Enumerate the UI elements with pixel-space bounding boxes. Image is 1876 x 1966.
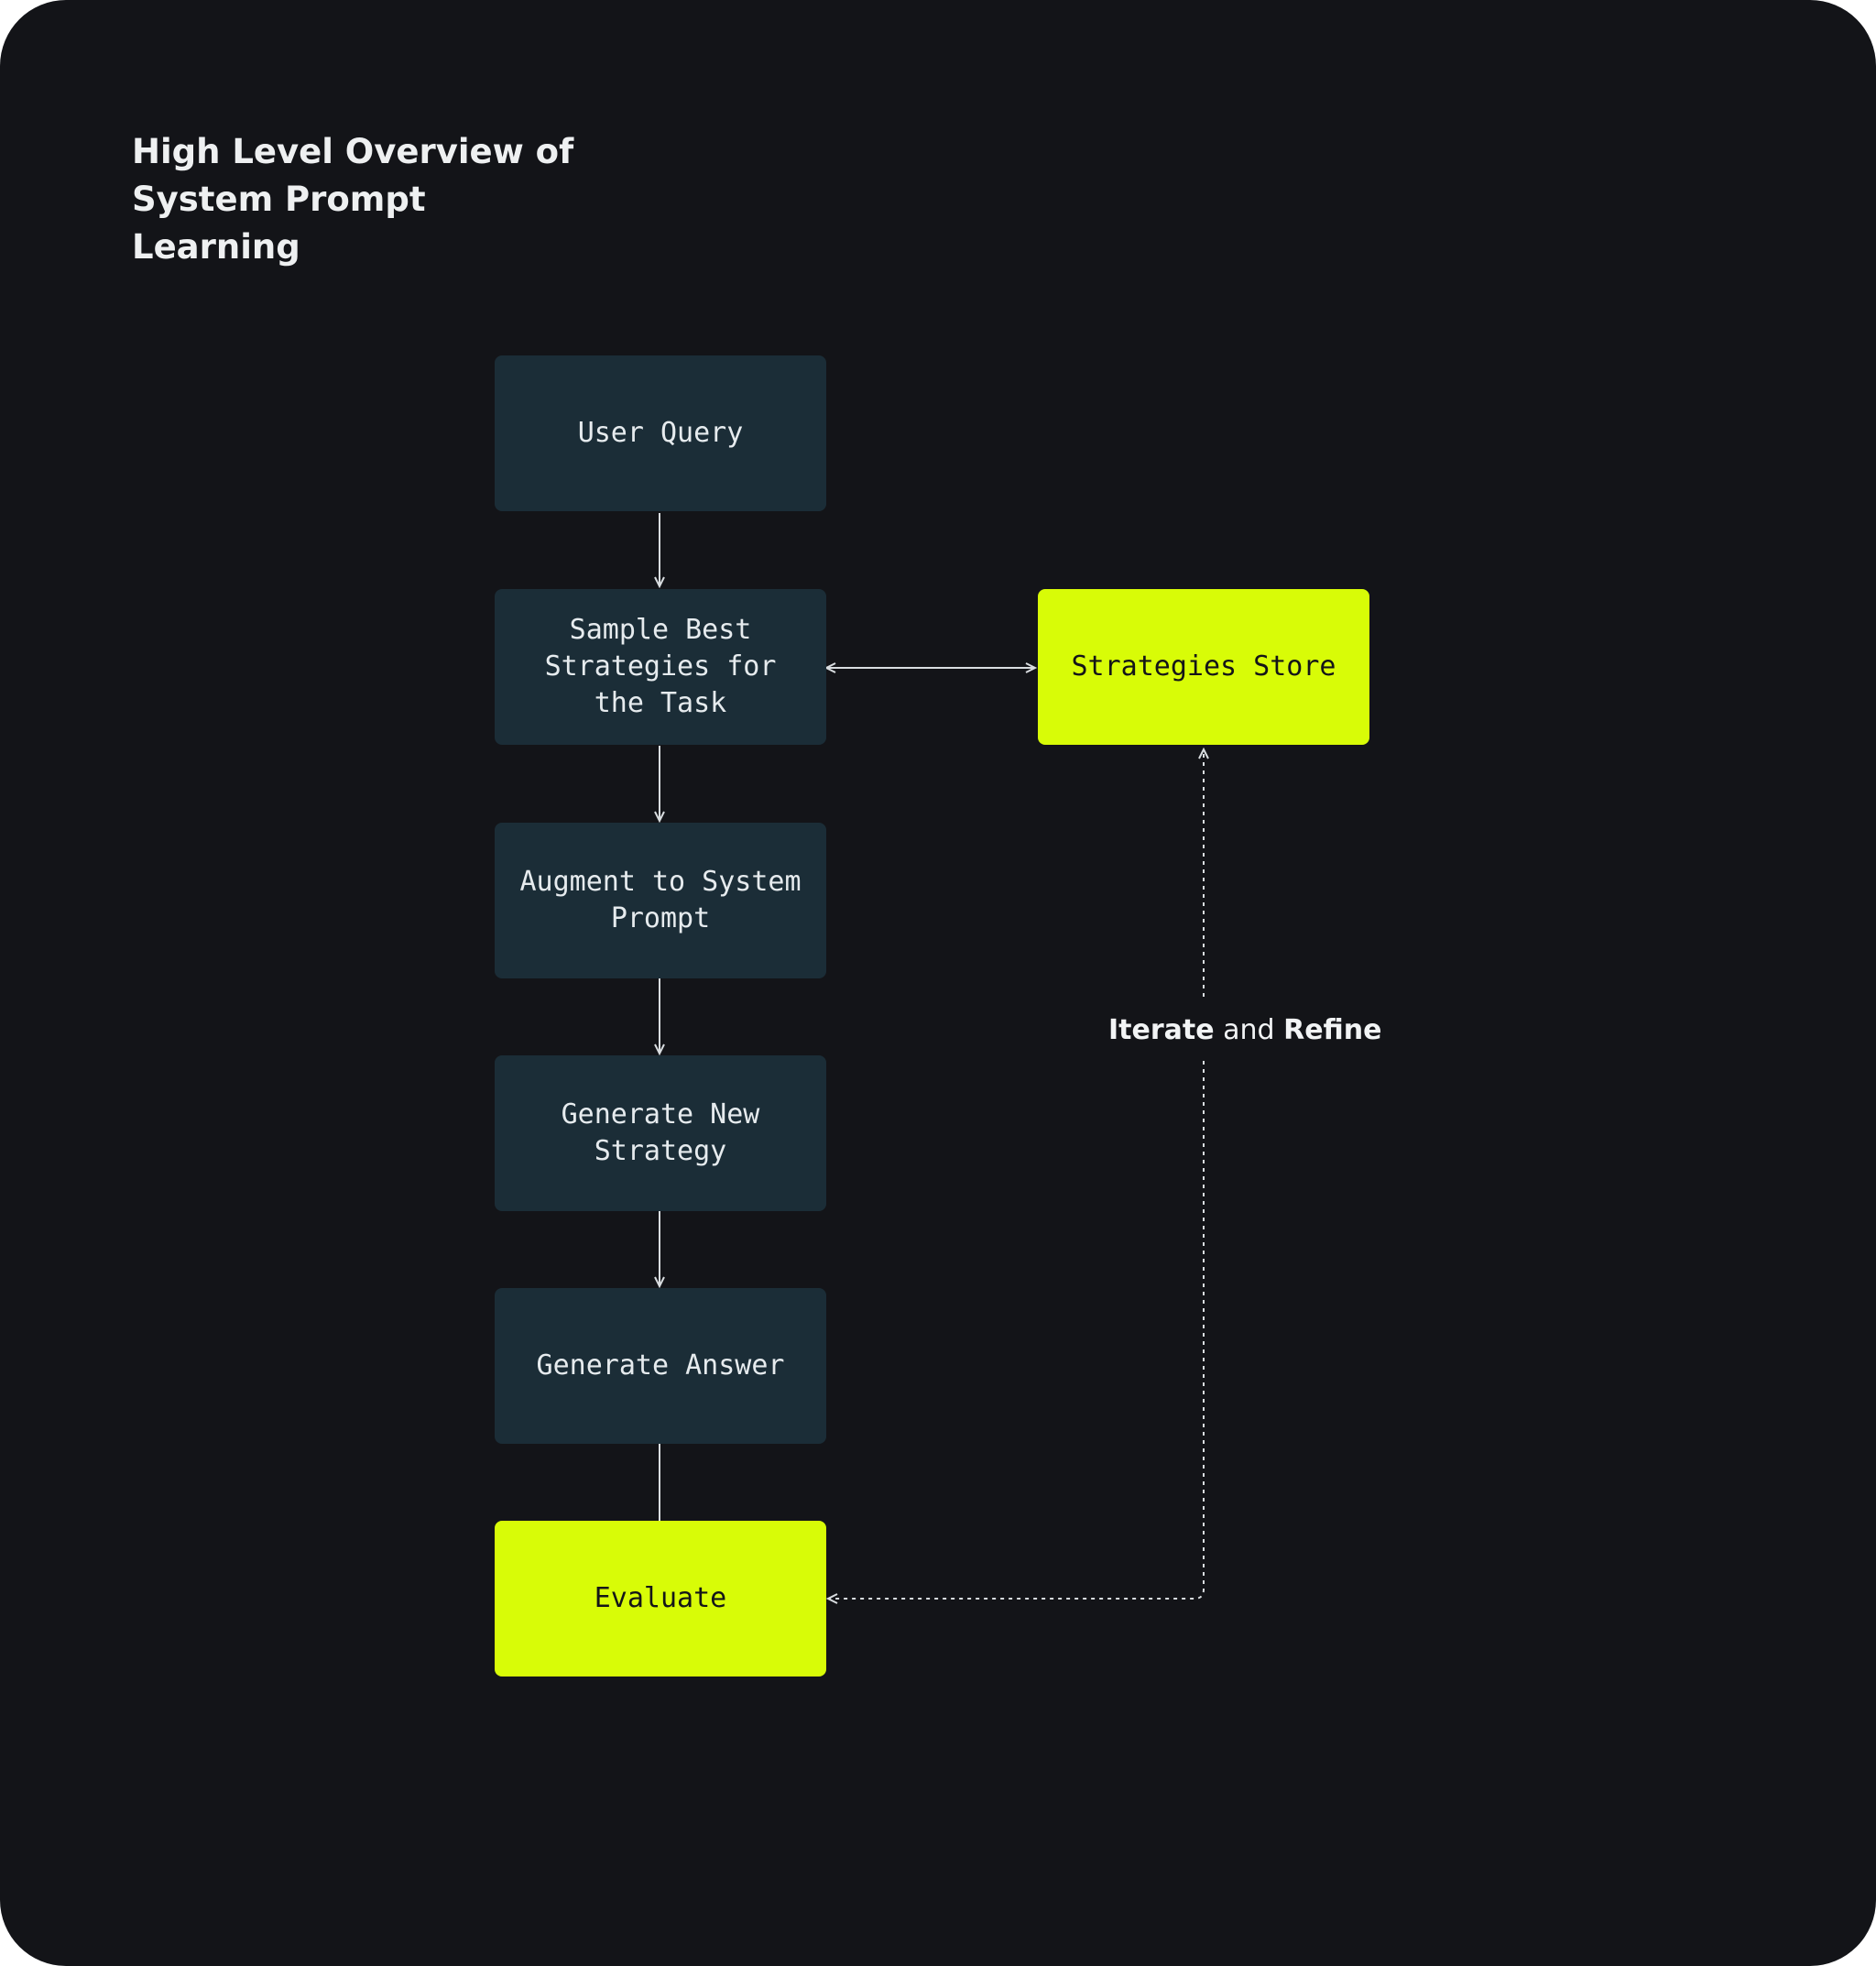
node-augment-system-prompt: Augment to System Prompt [495, 823, 826, 978]
loop-label: Iterate and Refine [1096, 1010, 1395, 1052]
diagram-title: High Level Overview of System Prompt Lea… [132, 132, 574, 267]
node-evaluate: Evaluate [495, 1521, 826, 1677]
loop-label-iterate: Iterate [1108, 1014, 1215, 1046]
node-generate-new-strategy: Generate New Strategy [495, 1055, 826, 1211]
node-sample-strategies: Sample Best Strategies for the Task [495, 589, 826, 745]
node-strategies-store: Strategies Store [1038, 589, 1369, 745]
feedback-loop-dotted-lower [828, 1061, 1205, 1599]
node-user-query: User Query [495, 355, 826, 511]
loop-label-and: and [1214, 1014, 1284, 1046]
loop-label-refine: Refine [1283, 1014, 1382, 1046]
node-generate-answer: Generate Answer [495, 1288, 826, 1444]
